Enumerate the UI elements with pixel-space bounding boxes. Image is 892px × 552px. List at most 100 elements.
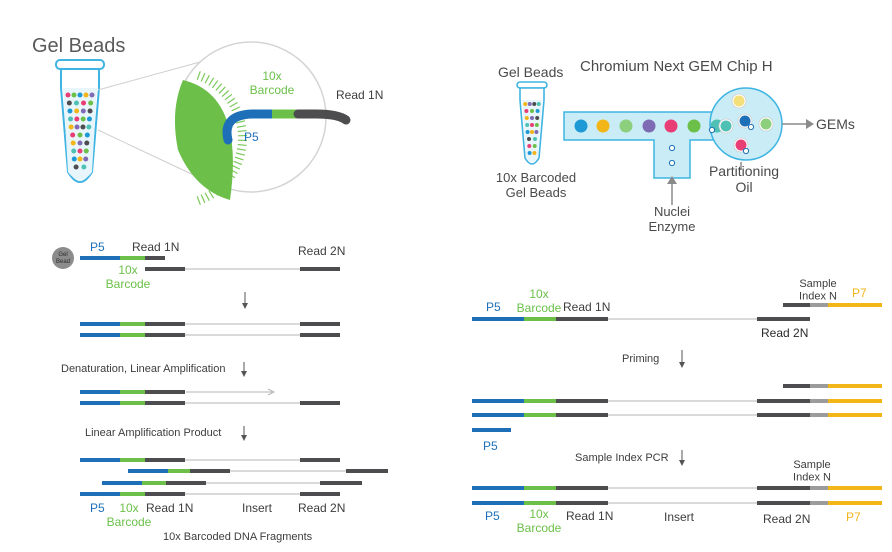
dna-segment <box>810 501 828 505</box>
gel-bead-dot <box>74 165 79 170</box>
gel-bead-dot <box>81 165 86 170</box>
lib-read2-label: Read 2N <box>761 326 808 340</box>
gel-bead-dot <box>72 93 77 98</box>
gel-bead-dot <box>74 117 79 122</box>
gel-bead-dot <box>81 109 86 114</box>
gel-bead-dot <box>71 149 76 154</box>
dna-segment <box>300 492 340 496</box>
dna-segment <box>757 399 810 403</box>
gel-bead-dot <box>84 93 89 98</box>
amp-p5-bottom-label: P5 <box>90 501 105 515</box>
dna-segment <box>828 399 882 403</box>
lib-read1-bottom-label: Read 1N <box>566 509 613 523</box>
oligo-hair <box>197 196 200 204</box>
denaturation-step-label: Denaturation, Linear Amplification <box>61 363 225 375</box>
gel-bead-dot <box>81 101 86 106</box>
dna-segment <box>810 413 828 417</box>
gel-bead-dot <box>85 133 90 138</box>
gel-bead-dot <box>72 157 77 162</box>
gems-label: GEMs <box>816 116 855 132</box>
lib-insert-label: Insert <box>664 510 695 524</box>
dna-segment <box>828 303 882 307</box>
gel-bead-dot <box>78 93 83 98</box>
amp-p5-label: P5 <box>90 240 105 254</box>
dna-segment <box>556 399 608 403</box>
gel-bead-dot <box>530 116 534 120</box>
dna-segment <box>472 399 524 403</box>
gel-bead-tube-icon <box>56 60 104 182</box>
dna-segment <box>145 401 185 405</box>
gel-bead-dot <box>78 157 83 162</box>
gel-beads-title: Gel Beads <box>32 35 125 57</box>
dna-segment <box>757 501 810 505</box>
dna-segment <box>783 384 810 388</box>
index-pcr-step-label: Sample Index PCR <box>575 452 669 464</box>
dna-segment <box>145 256 165 260</box>
gel-bead-dot <box>78 133 83 138</box>
gel-bead-dot <box>70 133 75 138</box>
dna-segment <box>828 486 882 490</box>
dna-segment <box>168 469 190 473</box>
amp-footer-label: 10x Barcoded DNA Fragments <box>163 531 313 543</box>
dna-segment <box>472 413 524 417</box>
oligo-read1-label: Read 1N <box>336 88 383 102</box>
dna-segment <box>320 481 362 485</box>
dna-segment <box>472 486 524 490</box>
dna-segment <box>300 267 340 271</box>
chip-gel-bead <box>643 120 656 133</box>
dna-segment <box>556 486 608 490</box>
dna-segment <box>556 413 608 417</box>
gel-bead-dot <box>90 93 95 98</box>
gem-bead <box>734 96 745 107</box>
gel-bead-dot <box>68 117 73 122</box>
gel-bead-dot <box>87 117 92 122</box>
gem-bead <box>761 119 772 130</box>
chip-gel-beads-label: Gel Beads <box>498 64 563 80</box>
dna-segment <box>120 492 145 496</box>
p5-primer-label: P5 <box>483 439 498 453</box>
oligo-hair <box>205 193 209 201</box>
dna-segment <box>524 399 556 403</box>
gel-bead-dot <box>74 101 79 106</box>
gel-bead-dot <box>524 109 528 113</box>
product-step-label: Linear Amplification Product <box>85 427 221 439</box>
gel-bead-dot <box>526 130 530 134</box>
oligo-hair <box>201 195 205 203</box>
dna-segment <box>757 317 810 321</box>
dna-segment <box>828 413 882 417</box>
gel-bead-dot <box>533 144 537 148</box>
gel-bead-dot <box>74 109 79 114</box>
gel-bead-dot <box>523 102 527 106</box>
chip-tube-icon <box>517 82 547 164</box>
dna-segment <box>300 322 340 326</box>
dna-segment <box>120 322 145 326</box>
dna-segment <box>757 413 810 417</box>
dna-segment <box>145 322 185 326</box>
gel-bead-dot <box>88 101 93 106</box>
dna-segment <box>757 486 810 490</box>
amp-read2-label: Read 2N <box>298 244 345 258</box>
dna-segment <box>145 492 185 496</box>
chip-gel-bead <box>597 120 610 133</box>
chip-gel-bead <box>620 120 633 133</box>
amp-read2-bottom-label: Read 2N <box>298 501 345 515</box>
amp-read1-label: Read 1N <box>132 240 179 254</box>
gel-bead-dot <box>67 101 72 106</box>
dna-segment <box>128 469 168 473</box>
dna-segment <box>142 481 166 485</box>
dna-segment <box>145 333 185 337</box>
chip-title: Chromium Next GEM Chip H <box>580 58 773 75</box>
gel-bead-dot <box>78 141 83 146</box>
step-arrowhead <box>679 460 685 466</box>
dna-segment <box>472 317 524 321</box>
gel-bead-dot <box>527 137 531 141</box>
gel-bead-dot <box>69 125 74 130</box>
dna-segment <box>145 267 185 271</box>
dna-segment <box>810 399 828 403</box>
dna-segment <box>80 492 120 496</box>
